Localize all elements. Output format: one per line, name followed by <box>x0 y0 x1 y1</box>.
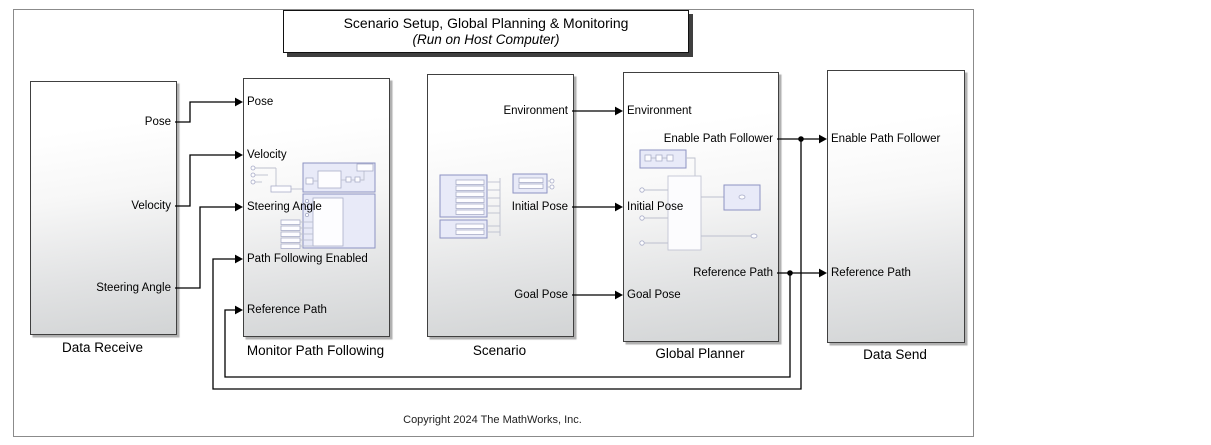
title-line2: (Run on Host Computer) <box>412 32 560 47</box>
block-monitor-path-following[interactable] <box>243 78 390 337</box>
title-annotation[interactable]: Scenario Setup, Global Planning & Monito… <box>283 10 689 53</box>
block-name-scenario: Scenario <box>472 343 527 358</box>
copyright-annotation: Copyright 2024 The MathWorks, Inc. <box>403 414 582 426</box>
diagram-border <box>13 9 974 437</box>
title-line1: Scenario Setup, Global Planning & Monito… <box>343 15 629 31</box>
block-name-data-send: Data Send <box>863 347 927 362</box>
block-name-data-receive: Data Receive <box>61 340 144 355</box>
block-data-receive[interactable] <box>30 81 177 335</box>
block-scenario[interactable] <box>427 74 574 337</box>
block-name-global-planner: Global Planner <box>655 346 745 361</box>
block-global-planner[interactable] <box>623 72 779 342</box>
block-data-send[interactable] <box>827 70 965 343</box>
block-name-monitor-path-following: Monitor Path Following <box>246 343 385 358</box>
